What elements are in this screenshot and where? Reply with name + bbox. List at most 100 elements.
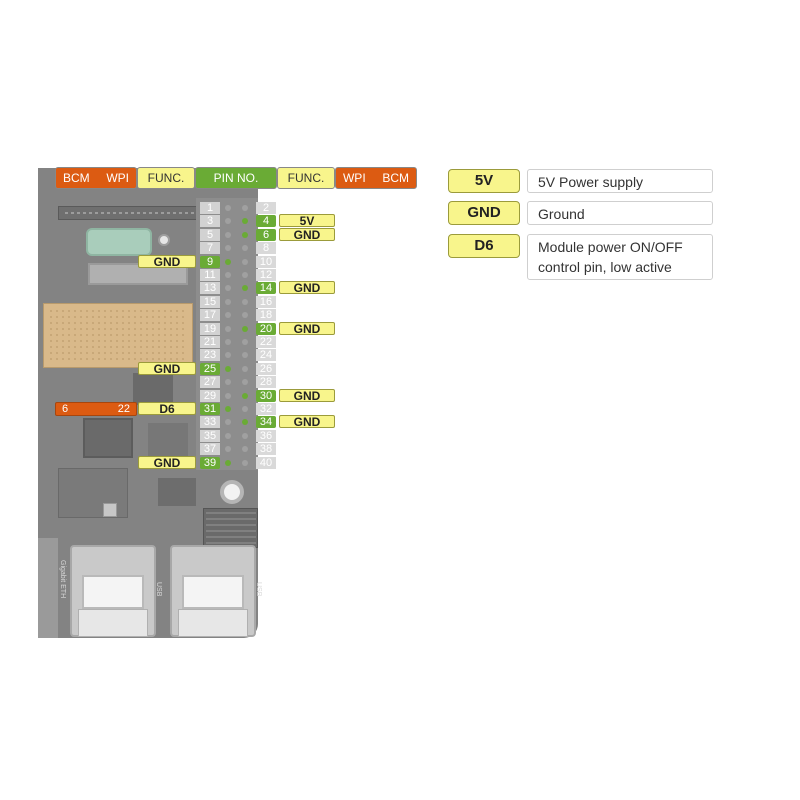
- pin-number: 10: [259, 255, 273, 268]
- pin-number: 2: [262, 202, 270, 214]
- pin-36: 36: [256, 429, 276, 442]
- pin-dot: [225, 231, 231, 238]
- pin-21: 21: [200, 336, 220, 348]
- small-hole: [158, 234, 170, 246]
- chip: [133, 373, 173, 405]
- pin-4: 4: [256, 215, 276, 228]
- pin-number: 28: [259, 376, 273, 389]
- pin-number: 16: [259, 295, 273, 308]
- header-wpi-bcm-right: WPI BCM: [335, 167, 417, 189]
- func-tag-pin-34: GND: [279, 415, 335, 429]
- pin-number: 25: [203, 362, 217, 375]
- pin-26: 26: [256, 362, 276, 375]
- pin-number: 21: [203, 336, 217, 348]
- pin-14: 14: [256, 282, 276, 295]
- pin-dot: [225, 245, 231, 252]
- func-tag-pin-30: GND: [279, 388, 335, 402]
- pin-6: 6: [256, 228, 276, 241]
- pin-number: 13: [203, 282, 217, 295]
- header-pin-no: PIN NO.: [195, 167, 277, 189]
- pin-15: 15: [200, 295, 220, 308]
- pin-dot: [225, 339, 231, 345]
- pin-dot: [225, 379, 231, 386]
- pin-dot: [225, 406, 231, 412]
- pin-number: 32: [259, 403, 273, 415]
- pin-number: 8: [262, 242, 270, 255]
- pin-dot: [225, 218, 231, 225]
- mount-hole: [220, 480, 244, 504]
- func-tag-pin-20: GND: [279, 321, 335, 335]
- pin-number: 30: [259, 389, 273, 402]
- pin-number: 38: [259, 443, 273, 456]
- usb-label: USB: [155, 582, 162, 597]
- pin-dot: [225, 258, 231, 265]
- pin-39: 39: [200, 456, 220, 469]
- pin-number: 11: [204, 269, 216, 281]
- pin-dot: [225, 392, 231, 399]
- pin-35: 35: [200, 429, 220, 442]
- func-tag-pin-6: GND: [279, 227, 335, 241]
- header-wpi-right: WPI: [342, 171, 366, 185]
- pin-37: 37: [200, 443, 220, 456]
- func-tag-pin-39: GND: [138, 455, 196, 469]
- pin-1: 1: [200, 202, 220, 214]
- header-bcm-right: BCM: [382, 171, 409, 185]
- pin-3: 3: [200, 215, 220, 228]
- pin-13: 13: [200, 282, 220, 295]
- pin-number: 3: [206, 215, 214, 228]
- pin-number: 18: [259, 309, 273, 322]
- pin-dot: [225, 325, 231, 332]
- pin-27: 27: [200, 376, 220, 389]
- pin-number: 26: [259, 362, 273, 375]
- pin-dot: [225, 352, 231, 359]
- pin-number: 35: [203, 429, 217, 442]
- pin-number: 22: [259, 336, 273, 348]
- pin-number: 9: [206, 255, 214, 268]
- pin-dot: [242, 406, 248, 412]
- pin-dot: [242, 245, 248, 252]
- pin-number: 19: [203, 322, 217, 335]
- pin-dot: [225, 285, 231, 292]
- eth-label: Gigabit ETH: [59, 560, 66, 599]
- func-tag-pin-31: D6: [138, 402, 196, 415]
- pin-dot: [242, 205, 248, 211]
- pin-dot: [242, 231, 248, 238]
- pin-dot: [225, 365, 231, 372]
- pin-33: 33: [200, 416, 220, 429]
- pin-dot: [242, 419, 248, 426]
- pin-18: 18: [256, 309, 276, 322]
- pin-dot: [242, 432, 248, 439]
- pin-number: 36: [259, 429, 273, 442]
- legend-key-5v: 5V: [448, 169, 520, 193]
- eth-port-edge: [38, 538, 58, 638]
- pin-dot: [242, 379, 248, 386]
- func-tag-pin-14: GND: [279, 281, 335, 295]
- pin-31: 31: [200, 403, 220, 415]
- pin-dot: [225, 298, 231, 305]
- pin-28: 28: [256, 376, 276, 389]
- pin-number: 6: [262, 228, 270, 241]
- ribbon-connector: [58, 206, 208, 220]
- pin-dot: [242, 339, 248, 345]
- pin-dot: [225, 446, 231, 453]
- pin-12: 12: [256, 269, 276, 281]
- pin-number: 39: [203, 456, 217, 469]
- pin-number: 24: [259, 349, 273, 362]
- pin-24: 24: [256, 349, 276, 362]
- pin-29: 29: [200, 389, 220, 402]
- legend-desc-gnd: Ground: [527, 201, 713, 225]
- pin-dot: [242, 392, 248, 399]
- bcm-value: 6: [62, 402, 69, 415]
- pin-dot: [242, 272, 248, 278]
- pin-dot: [225, 272, 231, 278]
- pin-40: 40: [256, 456, 276, 469]
- chip: [103, 503, 117, 517]
- pin-number: 34: [259, 416, 273, 429]
- pin-dot: [225, 432, 231, 439]
- chip: [58, 468, 128, 518]
- pin-number: 4: [262, 215, 270, 228]
- header-func-left: FUNC.: [137, 167, 195, 189]
- pin-dot: [242, 352, 248, 359]
- pin-11: 11: [200, 269, 220, 281]
- pin-dot: [225, 459, 231, 466]
